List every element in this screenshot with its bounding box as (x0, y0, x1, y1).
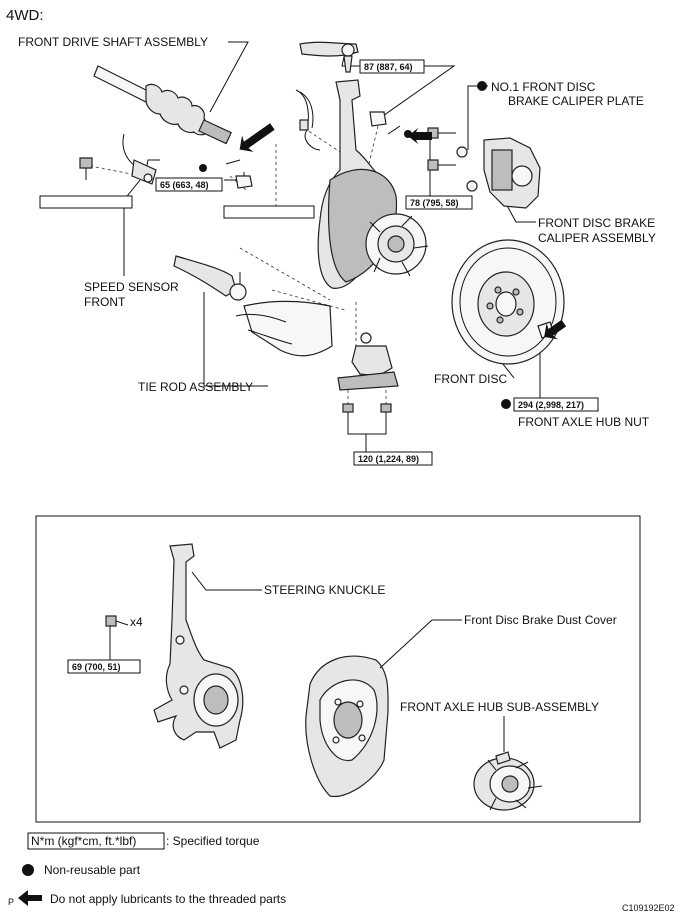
reference-box-empty (223, 205, 315, 219)
no-lubricant-arrow-icon (544, 319, 567, 340)
bolt (79, 157, 93, 180)
washer (456, 146, 478, 192)
bolt (427, 159, 456, 171)
torque-value: 78 (795, 58) (410, 198, 459, 208)
non-reusable-dot-icon (22, 864, 34, 876)
label-steering-knuckle: STEERING KNUCKLE (264, 583, 385, 597)
label-caliper-plate-line2: BRAKE CALIPER PLATE (508, 94, 644, 108)
bolt (342, 403, 354, 418)
legend-torque-unit: N*m (kgf*cm, ft.*lbf) (31, 834, 136, 848)
non-reusable-dot-icon (501, 399, 511, 409)
label-caliper-assembly-line2: CALIPER ASSEMBLY (538, 231, 656, 245)
quantity-label: x4 (130, 615, 143, 629)
legend-no-lubricant: P Do not apply lubricants to the threade… (8, 890, 286, 907)
legend-non-reusable-text: Non-reusable part (44, 863, 141, 877)
label-speed-sensor-line2: FRONT (84, 295, 126, 309)
bolt (380, 403, 392, 418)
legend-torque: N*m (kgf*cm, ft.*lbf) : Specified torque (27, 832, 260, 850)
leader-steering-knuckle (191, 571, 262, 591)
legend-no-lube-prefix: P (8, 897, 14, 907)
bolt (105, 615, 129, 627)
torque-box-69: 69 (700, 51) (67, 659, 141, 674)
torque-value: 120 (1,224, 89) (358, 454, 419, 464)
brake-dust-cover (305, 655, 389, 798)
label-hub-sub-assembly: FRONT AXLE HUB SUB-ASSEMBLY (400, 700, 599, 714)
torque-box-65: 65 (663, 48) (155, 177, 223, 192)
torque-box-120: 120 (1,224, 89) (353, 451, 433, 466)
castle-nut (369, 111, 387, 127)
label-hub-nut: FRONT AXLE HUB NUT (518, 415, 650, 429)
label-front-disc: FRONT DISC (434, 372, 507, 386)
lower-ball-joint (337, 332, 399, 391)
torque-value: 69 (700, 51) (72, 662, 121, 672)
wire-harness (295, 89, 321, 151)
alignment-lines (89, 125, 387, 404)
upper-control-arm (299, 41, 359, 73)
non-reusable-dot-icon (477, 81, 487, 91)
front-disc-rotor (451, 239, 565, 365)
legend-torque-description: : Specified torque (166, 834, 260, 848)
steering-knuckle (153, 543, 244, 749)
steering-knuckle-assembled (317, 79, 429, 289)
bolt (427, 127, 456, 139)
torque-value: 87 (887, 64) (364, 62, 413, 72)
front-axle-hub (473, 751, 543, 811)
component-inset-panel (35, 515, 641, 823)
cotter-pin (199, 159, 241, 172)
reference-box-empty (39, 195, 133, 209)
torque-box-78: 78 (795, 58) (405, 195, 473, 210)
variant-heading: 4WD: (6, 7, 44, 24)
front-drive-shaft (93, 65, 232, 145)
label-speed-sensor-line1: SPEED SENSOR (84, 280, 179, 294)
no-lubricant-arrow-icon (239, 123, 275, 152)
leader-dust-cover (379, 619, 462, 669)
label-tie-rod: TIE ROD ASSEMBLY (138, 380, 253, 394)
tie-rod (173, 255, 247, 301)
legend-non-reusable: Non-reusable part (22, 863, 141, 877)
label-front-drive-shaft: FRONT DRIVE SHAFT ASSEMBLY (18, 35, 208, 49)
torque-box-87: 87 (887, 64) (359, 59, 425, 74)
torque-box-294: 294 (2,998, 217) (513, 397, 599, 412)
label-caliper-assembly-line1: FRONT DISC BRAKE (538, 216, 655, 230)
torque-value: 65 (663, 48) (160, 180, 209, 190)
figure-id: C109192E02 (622, 903, 675, 913)
label-dust-cover: Front Disc Brake Dust Cover (464, 613, 617, 627)
speed-sensor (122, 133, 157, 185)
torque-value: 294 (2,998, 217) (518, 400, 584, 410)
lower-suspension-arm (235, 300, 333, 357)
no-lubricant-arrow-icon (18, 890, 42, 906)
no-lubricant-arrow-icon (408, 128, 432, 144)
front-disc-brake-caliper (483, 137, 541, 209)
nut (235, 175, 253, 189)
label-caliper-plate-line1: NO.1 FRONT DISC (491, 80, 596, 94)
legend-no-lube-text: Do not apply lubricants to the threaded … (50, 892, 286, 906)
